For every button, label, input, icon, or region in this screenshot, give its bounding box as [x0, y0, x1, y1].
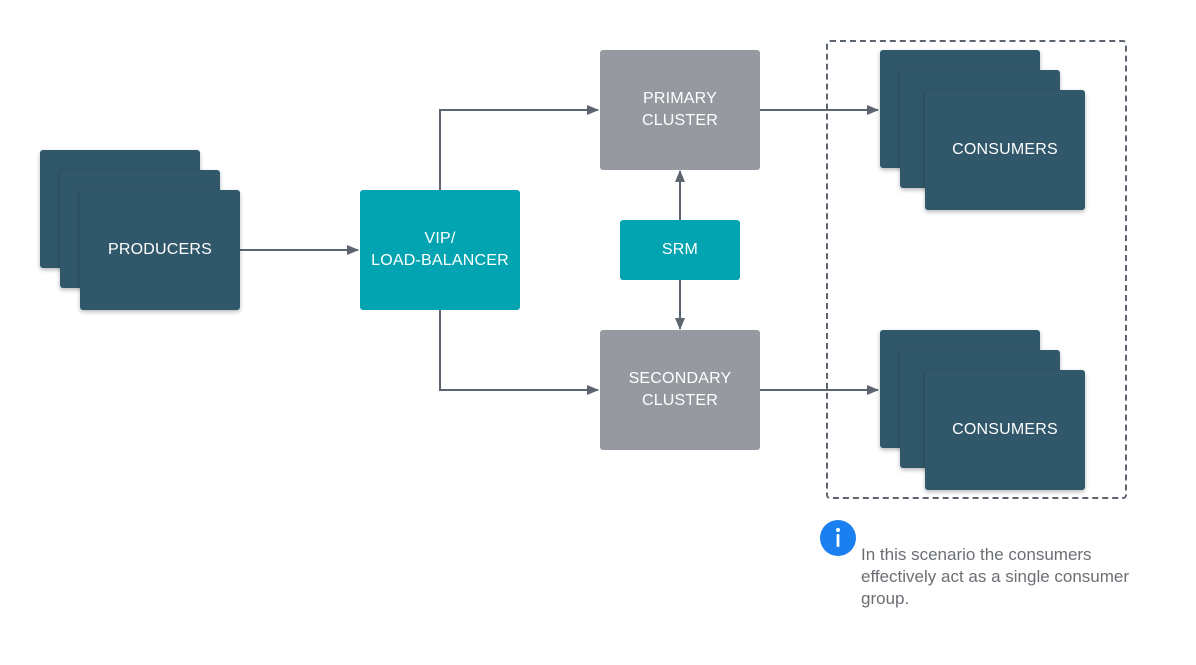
secondary-cluster-box: SECONDARY CLUSTER: [600, 330, 760, 450]
info-note-text: In this scenario the consumers effective…: [861, 545, 1130, 608]
producers-box: PRODUCERS: [80, 190, 240, 310]
arrow-load-balancer-to-primary: [439, 105, 599, 190]
arrow-load-balancer-to-secondary: [439, 310, 599, 395]
secondary-cluster-label-line1: SECONDARY: [628, 370, 732, 387]
primary-cluster-label-line1: PRIMARY: [642, 90, 717, 107]
consumers-bottom-label: CONSUMERS: [952, 421, 1058, 438]
load-balancer-box: VIP/ LOAD-BALANCER: [360, 190, 520, 310]
srm-box: SRM: [620, 220, 740, 280]
consumer-group-boundary: [826, 40, 1127, 499]
load-balancer-label-line1: VIP/: [424, 230, 456, 247]
producers-label: PRODUCERS: [107, 241, 213, 258]
load-balancer-label-line2: LOAD-BALANCER: [371, 252, 509, 269]
secondary-cluster-label-line2: CLUSTER: [641, 392, 719, 409]
info-icon: [820, 520, 856, 556]
consumers-top-box: CONSUMERS: [925, 90, 1085, 210]
srm-label: SRM: [661, 241, 699, 258]
primary-cluster-label-line2: CLUSTER: [641, 112, 719, 129]
primary-cluster-box: PRIMARY CLUSTER: [600, 50, 760, 170]
info-glyph: [836, 528, 840, 547]
consumers-top-label: CONSUMERS: [952, 141, 1058, 158]
consumers-bottom-box: CONSUMERS: [925, 370, 1085, 490]
